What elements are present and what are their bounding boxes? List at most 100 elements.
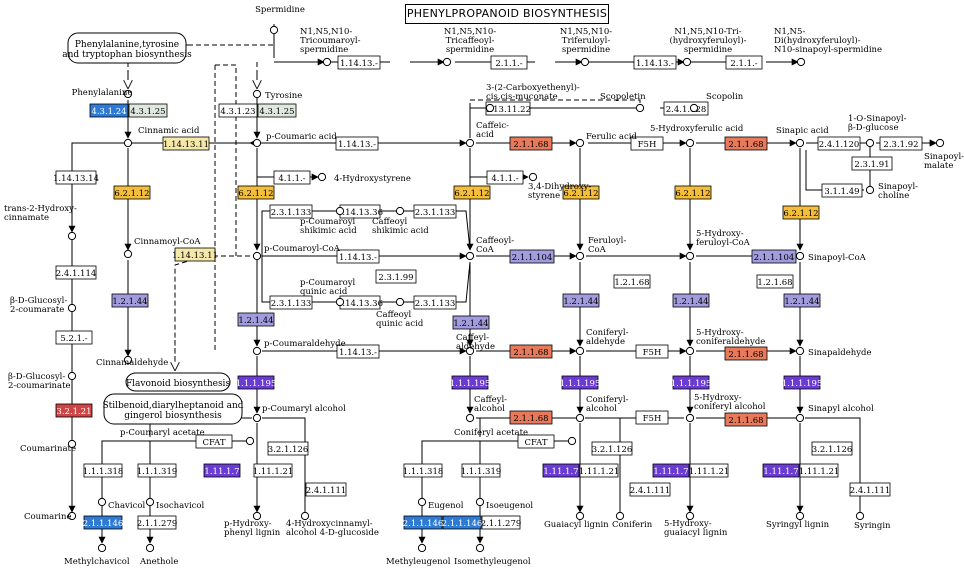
compound-node-sinapic-acid[interactable] xyxy=(795,138,805,148)
enzyme-2-1-1-68-hfa[interactable]: 2.1.1.68 xyxy=(724,136,768,151)
enzyme-1-11-1-7-d[interactable]: 1.11.1.7 xyxy=(762,463,800,478)
enzyme-4-3-1-25[interactable]: 4.3.1.25 xyxy=(128,103,168,118)
enzyme-1-11-1-7-b[interactable]: 1.11.1.7 xyxy=(542,463,580,478)
enzyme-2-1-1-68-hca[interactable]: 2.1.1.68 xyxy=(724,346,768,361)
compound-node-cinnamaldehyde[interactable] xyxy=(123,355,133,365)
enzyme-1-14-13-14[interactable]: 1.14.13.14 xyxy=(53,170,99,185)
enzyme-1-14-13-sp2[interactable]: 1.14.13.- xyxy=(633,55,677,70)
compound-node-hydroxyguaiacyl-lignin[interactable] xyxy=(685,511,695,521)
compound-node-disinapoyl[interactable] xyxy=(796,57,806,67)
compound-node-ferulic-acid[interactable] xyxy=(575,138,585,148)
enzyme-2-3-1-133-a[interactable]: 2.3.1.133 xyxy=(269,204,313,219)
enzyme-4-3-1-25b[interactable]: 4.3.1.25 xyxy=(257,103,297,118)
enzyme-CFAT-a[interactable]: CFAT xyxy=(195,434,233,449)
compound-node-coumarinate[interactable] xyxy=(67,439,77,449)
compound-node-cinnamoyl-coa[interactable] xyxy=(123,249,133,259)
enzyme-1-2-1-44-e[interactable]: 1.2.1.44 xyxy=(672,293,710,308)
enzyme-1-11-1-21-d[interactable]: 1.11.1.21 xyxy=(799,463,840,478)
enzyme-2-3-1-91[interactable]: 2.3.1.91 xyxy=(851,156,893,171)
compound-node-caffeoyl-coa[interactable] xyxy=(465,251,475,261)
enzyme-1-11-1-21-c[interactable]: 1.11.1.21 xyxy=(689,463,730,478)
enzyme-2-4-1-114[interactable]: 2.4.1.114 xyxy=(55,265,97,280)
compound-node-p-coumaric-acid[interactable] xyxy=(252,138,262,148)
compound-node-hydroxyconiferaldehyde[interactable] xyxy=(685,346,695,356)
compound-node-isochavicol[interactable] xyxy=(145,497,155,507)
enzyme-4-3-1-24[interactable]: 4.3.1.24 xyxy=(89,103,129,118)
compound-node-p-coumaraldehyde[interactable] xyxy=(252,346,262,356)
compound-node-hydroxyconiferyl-alcohol[interactable] xyxy=(685,413,695,423)
compound-node-coniferin[interactable] xyxy=(615,511,625,521)
enzyme-1-14-13-11-b[interactable]: 1.14.13.11 xyxy=(172,247,218,262)
enzyme-1-1-1-318-a[interactable]: 1.1.1.318 xyxy=(83,463,124,478)
enzyme-1-14-13-ald[interactable]: 1.14.13.- xyxy=(336,344,380,359)
enzyme-3-2-1-21[interactable]: 3.2.1.21 xyxy=(55,403,93,418)
compound-node-spermidine[interactable] xyxy=(269,25,279,35)
compound-node-trihydroxyferuloyl[interactable] xyxy=(682,57,692,67)
compound-node-isomethyleugenol[interactable] xyxy=(475,543,485,553)
enzyme-6-2-1-12-b[interactable]: 6.2.1.12 xyxy=(237,185,275,200)
compound-node-sinapyl-alcohol[interactable] xyxy=(795,413,805,423)
compound-node-tricoumaroyl[interactable] xyxy=(322,57,332,67)
compound-node-phenylalanine[interactable] xyxy=(123,89,133,99)
enzyme-2-1-1-279-b[interactable]: 2.1.1.279 xyxy=(481,515,522,530)
compound-node-carboxyethenyl[interactable] xyxy=(485,103,495,113)
compound-node-eugenol[interactable] xyxy=(417,497,427,507)
compound-node-hydroxyphenyl-lignin[interactable] xyxy=(252,511,262,521)
compound-node-scopolin[interactable] xyxy=(689,103,699,113)
enzyme-CFAT-b[interactable]: CFAT xyxy=(517,434,555,449)
enzyme-1-1-1-318-b[interactable]: 1.1.1.318 xyxy=(403,463,444,478)
enzyme-2-1-1-68-caf[interactable]: 2.1.1.68 xyxy=(509,136,553,151)
compound-node-glucosyl-coumarinate[interactable] xyxy=(67,371,77,381)
compound-node-hydroxycinnamyl-glucoside[interactable] xyxy=(300,511,310,521)
enzyme-3-2-1-126-a[interactable]: 3.2.1.126 xyxy=(267,441,309,456)
compound-node-p-coumaroyl-coa[interactable] xyxy=(252,251,262,261)
compound-node-methylchavicol[interactable] xyxy=(97,543,107,553)
compound-node-syringyl-lignin[interactable] xyxy=(795,511,805,521)
compound-node-sinapoyl-coa[interactable] xyxy=(795,251,805,261)
enzyme-2-1-1-104-b[interactable]: 2.1.1.104 xyxy=(751,249,797,264)
compound-node-cinnamic-acid[interactable] xyxy=(123,138,133,148)
compound-node-scopoletin[interactable] xyxy=(635,103,645,113)
compound-node-feruloyl-coa[interactable] xyxy=(575,251,585,261)
enzyme-3-2-1-126-c[interactable]: 3.2.1.126 xyxy=(811,441,853,456)
enzyme-2-4-1-111-b[interactable]: 2.4.1.111 xyxy=(629,482,671,497)
compound-node-guaiacyl-lignin[interactable] xyxy=(575,511,585,521)
enzyme-6-2-1-12-a[interactable]: 6.2.1.12 xyxy=(113,185,151,200)
enzyme-2-3-1-133-d[interactable]: 2.3.1.133 xyxy=(413,295,457,310)
enzyme-1-1-1-195-a[interactable]: 1.1.1.195 xyxy=(236,375,277,390)
enzyme-F5H-acid[interactable]: F5H xyxy=(630,136,664,151)
enzyme-1-2-1-68-a[interactable]: 1.2.1.68 xyxy=(613,274,651,289)
enzyme-2-4-1-128[interactable]: 2.4.1.128 xyxy=(663,101,709,116)
enzyme-2-1-1-146-c[interactable]: 2.1.1.146 xyxy=(442,515,483,530)
enzyme-1-1-1-319-b[interactable]: 1.1.1.319 xyxy=(461,463,502,478)
enzyme-F5H-ald[interactable]: F5H xyxy=(635,344,669,359)
compound-node-coniferyl-aldehyde[interactable] xyxy=(575,346,585,356)
enzyme-1-1-1-195-d[interactable]: 1.1.1.195 xyxy=(671,375,712,390)
enzyme-F5H-alc[interactable]: F5H xyxy=(635,410,669,425)
compound-node-sinapaldehyde[interactable] xyxy=(795,346,805,356)
compound-node-trans-hydroxycinnamate[interactable] xyxy=(67,231,77,241)
compound-node-isoeugenol[interactable] xyxy=(475,497,485,507)
enzyme-1-1-1-195-e[interactable]: 1.1.1.195 xyxy=(782,375,823,390)
enzyme-2-3-1-133-b[interactable]: 2.3.1.133 xyxy=(413,204,457,219)
compound-node-sinapoyl-glucose[interactable] xyxy=(865,138,875,148)
compound-node-p-coumaroyl-shikimic[interactable] xyxy=(335,206,345,216)
enzyme-1-11-1-7-c[interactable]: 1.11.1.7 xyxy=(652,463,690,478)
enzyme-6-2-1-12-f[interactable]: 6.2.1.12 xyxy=(782,205,820,220)
enzyme-1-11-1-7-a[interactable]: 1.11.1.7 xyxy=(203,463,241,478)
enzyme-2-1-1-68-hcalc[interactable]: 2.1.1.68 xyxy=(724,412,768,427)
compound-node-coniferyl-alcohol[interactable] xyxy=(575,413,585,423)
enzyme-2-4-1-111-a[interactable]: 2.4.1.111 xyxy=(305,482,347,497)
enzyme-1-1-1-195-b[interactable]: 1.1.1.195 xyxy=(450,375,491,390)
compound-node-caffeyl-alcohol[interactable] xyxy=(465,413,475,423)
compound-node-anethole[interactable] xyxy=(145,543,155,553)
enzyme-1-11-1-21-a[interactable]: 1.11.1.21 xyxy=(253,463,294,478)
enzyme-2-1-1-68-alc[interactable]: 2.1.1.68 xyxy=(509,410,553,425)
compound-node-caffeoyl-shikimic[interactable] xyxy=(395,206,405,216)
enzyme-6-2-1-12-c[interactable]: 6.2.1.12 xyxy=(453,185,491,200)
enzyme-4-3-1-23[interactable]: 4.3.1.23 xyxy=(218,103,258,118)
enzyme-1-14-13-cinn[interactable]: 1.14.13.11 xyxy=(162,136,210,151)
enzyme-1-14-13-cou-sp[interactable]: 1.14.13.- xyxy=(337,55,381,70)
enzyme-1-11-1-21-b[interactable]: 1.11.1.21 xyxy=(579,463,620,478)
pathway-flavonoid[interactable]: Flavonoid biosynthesis xyxy=(125,372,231,392)
